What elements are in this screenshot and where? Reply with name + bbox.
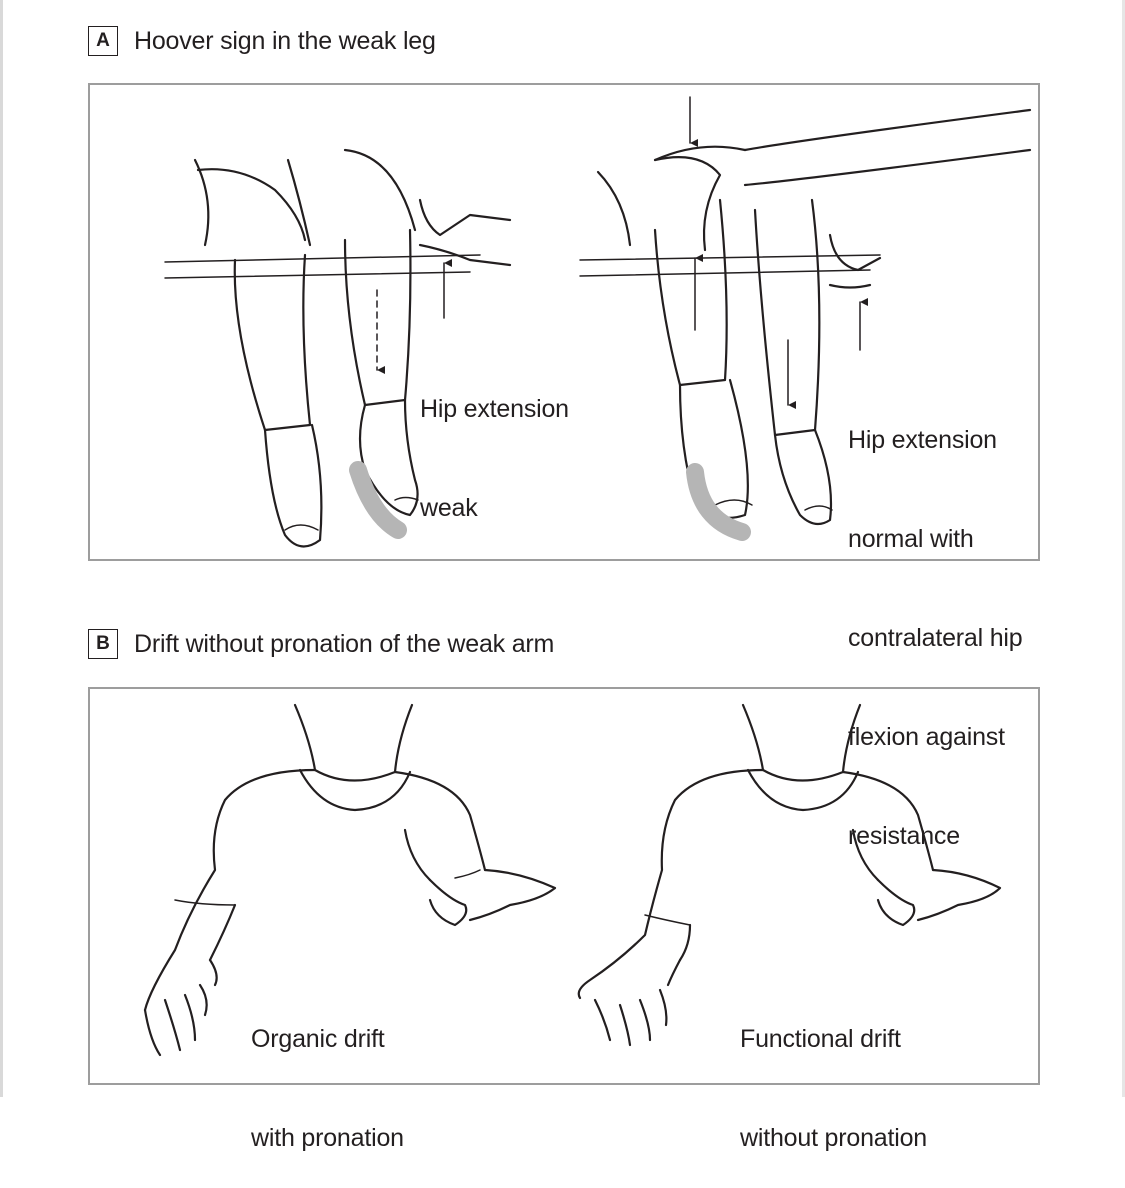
- caption-line: Functional drift: [740, 1025, 901, 1053]
- caption-functional-drift: Functional drift without pronation: [740, 957, 927, 1188]
- panel-b-letter: B: [88, 629, 118, 659]
- right-page-edge: [1122, 0, 1125, 1097]
- caption-line: Hip extension: [848, 426, 997, 454]
- caption-hip-extension-weak: Hip extension weak: [420, 327, 569, 558]
- caption-line: flexion against: [848, 723, 1005, 751]
- panel-b-header: B Drift without pronation of the weak ar…: [88, 627, 554, 661]
- caption-line: normal with: [848, 525, 974, 553]
- organic-drift-drawing: [143, 703, 557, 1057]
- caption-line: with pronation: [251, 1124, 404, 1152]
- panel-a-title: Hoover sign in the weak leg: [134, 26, 436, 55]
- caption-line: Hip extension: [420, 395, 569, 423]
- panel-a-header: A Hoover sign in the weak leg: [88, 24, 436, 58]
- caption-line: weak: [420, 494, 478, 522]
- illustrations: [143, 96, 1032, 1057]
- hoover-weak-leg-drawing: [164, 148, 512, 548]
- panel-b-title: Drift without pronation of the weak arm: [134, 629, 555, 658]
- caption-line: without pronation: [740, 1124, 928, 1152]
- panel-a-letter: A: [88, 26, 118, 56]
- panel-b-illustration-frame: [88, 687, 1040, 1085]
- caption-organic-drift: Organic drift with pronation: [251, 957, 404, 1188]
- left-page-edge: [0, 0, 3, 1097]
- panel-a-illustration-frame: [88, 83, 1040, 561]
- caption-line: contralateral hip: [848, 624, 1023, 652]
- caption-hip-extension-normal: Hip extension normal with contralateral …: [848, 358, 1023, 886]
- hoover-contralateral-drawing: [579, 96, 1032, 541]
- caption-line: resistance: [848, 822, 960, 850]
- functional-drift-drawing: [577, 703, 1002, 1047]
- caption-line: Organic drift: [251, 1025, 385, 1053]
